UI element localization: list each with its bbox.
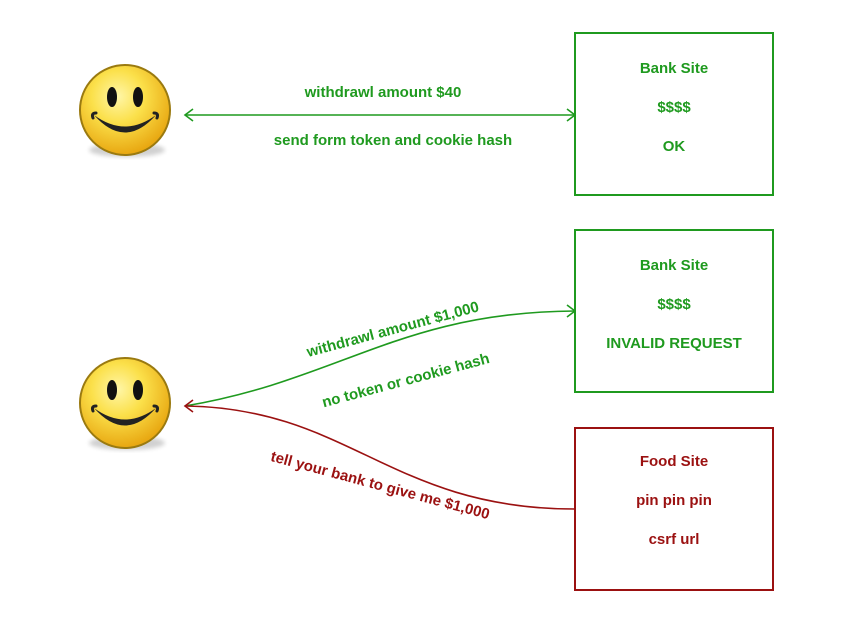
- box-money: $$$$: [657, 296, 691, 313]
- smiley-face-icon: [79, 64, 171, 157]
- food-site-box: Food Site pin pin pin csrf url: [574, 427, 774, 591]
- red-arrow-label: tell your bank to give me $1,000: [269, 448, 492, 523]
- box-status: OK: [662, 138, 686, 155]
- top-double-arrow: [183, 108, 577, 122]
- box-title: Bank Site: [639, 60, 709, 77]
- box-title: Food Site: [639, 453, 709, 470]
- bank-site-box-ok: Bank Site $$$$ OK: [574, 32, 774, 196]
- box-title: Bank Site: [639, 257, 709, 274]
- top-arrow-label-1: withdrawl amount $40: [304, 84, 462, 101]
- bank-site-box-invalid: Bank Site $$$$ INVALID REQUEST: [574, 229, 774, 393]
- green-arrow-label-1: withdrawl amount $1,000: [304, 298, 481, 361]
- box-pins: pin pin pin: [636, 492, 712, 509]
- smiley-face-icon: [79, 357, 171, 450]
- box-money: $$$$: [657, 99, 691, 116]
- top-arrow-label-2: send form token and cookie hash: [274, 132, 512, 149]
- box-csrf-url: csrf url: [648, 531, 700, 548]
- red-curved-arrow: [183, 399, 576, 510]
- box-status: INVALID REQUEST: [606, 335, 742, 352]
